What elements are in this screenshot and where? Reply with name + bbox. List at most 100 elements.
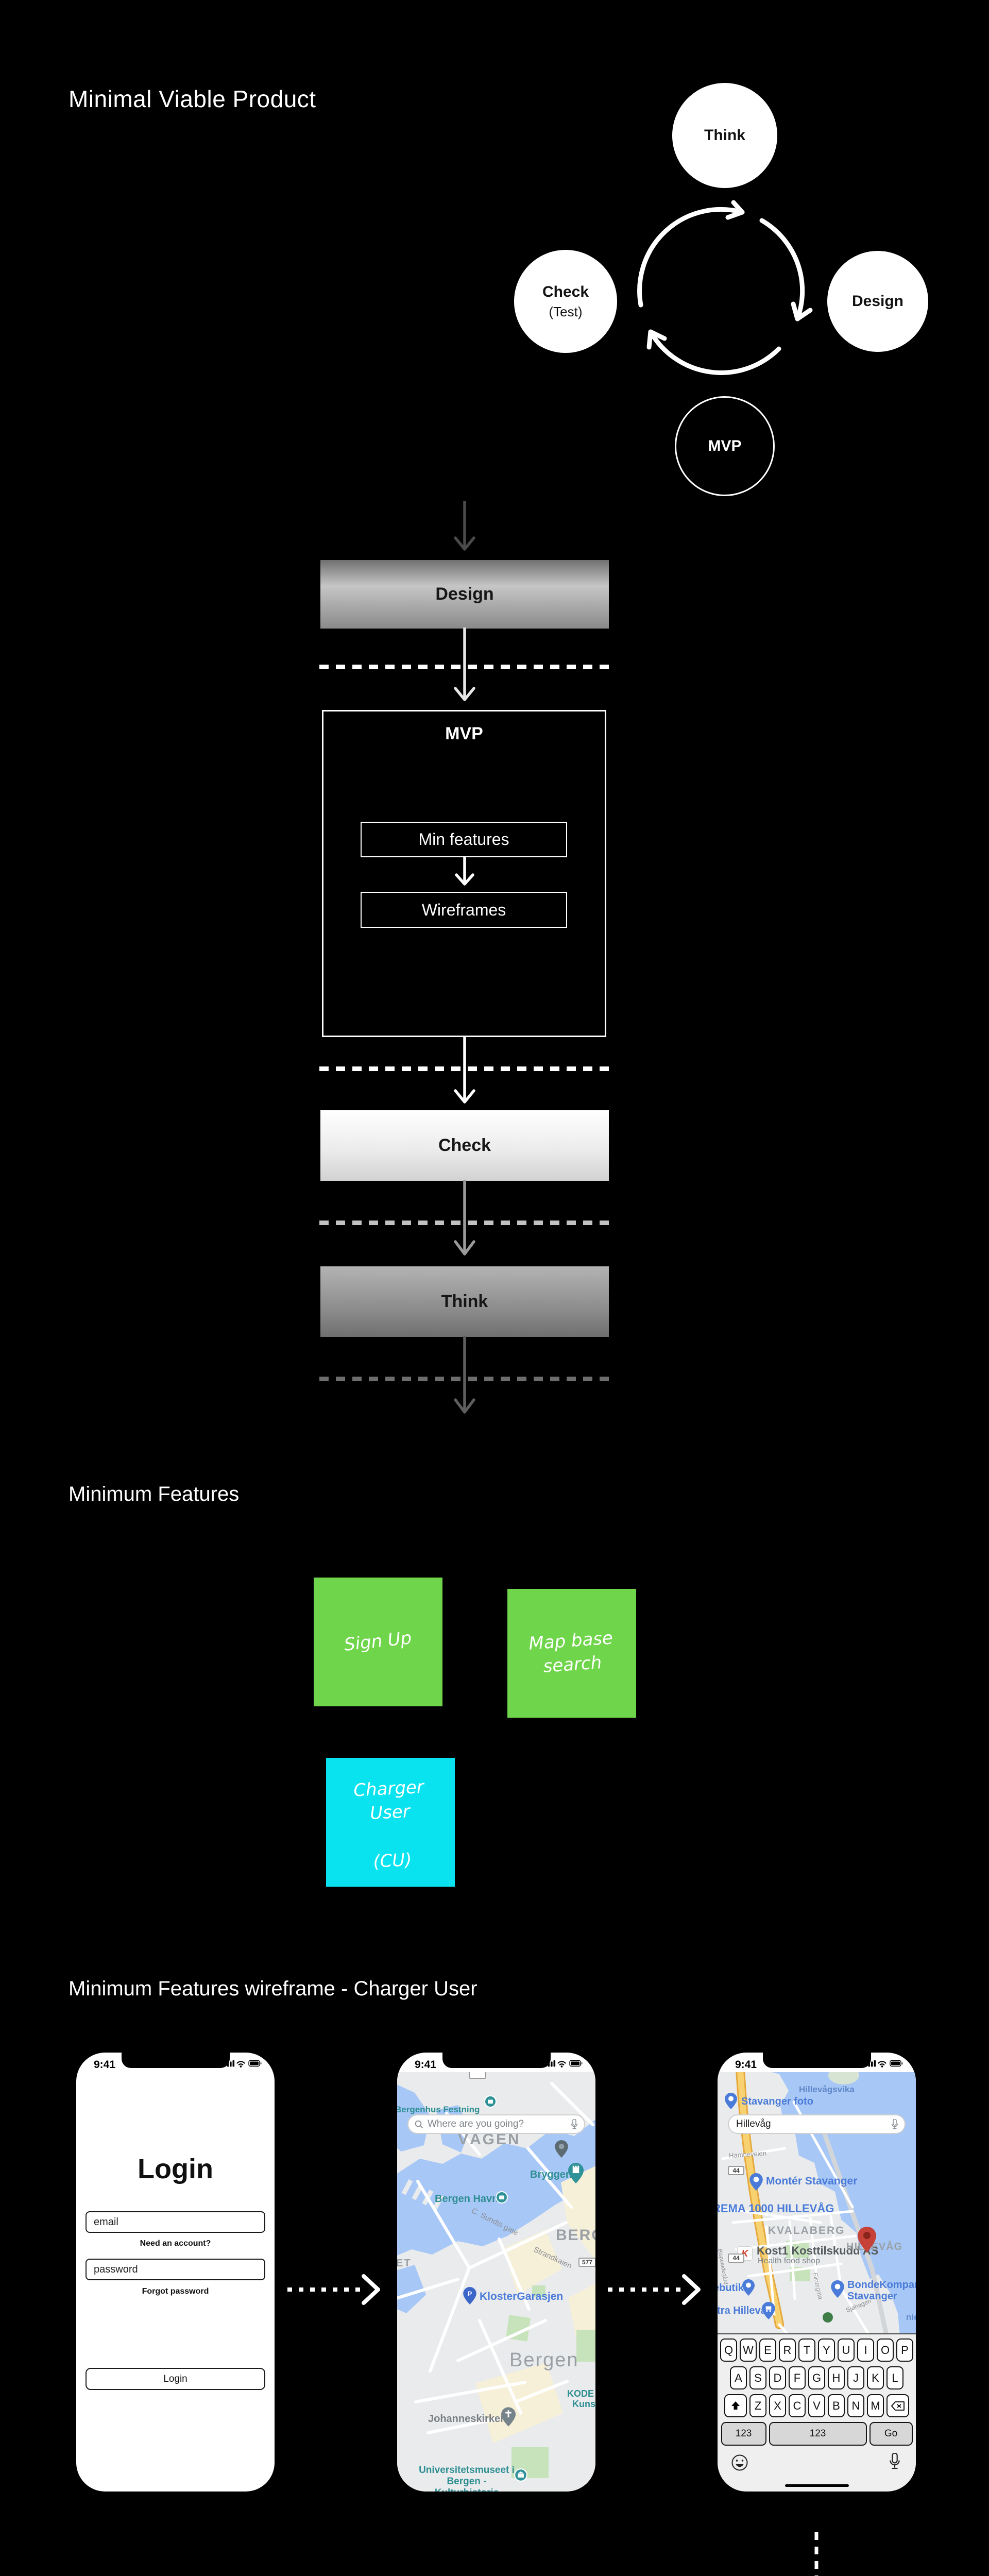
cycle-node-think[interactable]: Think [672,83,777,188]
phone-notch [121,2053,230,2068]
shift-key[interactable] [724,2394,747,2417]
key-u[interactable]: U [838,2338,855,2362]
emoji-icon[interactable] [731,2454,748,2471]
phone-notch [442,2053,551,2068]
destination-pin[interactable] [858,2227,876,2252]
key-q[interactable]: Q [720,2338,737,2362]
map-pin-stavanger-foto[interactable] [725,2093,737,2109]
numbers-key-left[interactable]: 123 [721,2422,766,2446]
flow-box-min-features[interactable]: Min features [361,822,567,857]
cellular-icon [545,2060,556,2067]
status-time: 9:41 [735,2059,757,2071]
key-g[interactable]: G [808,2366,825,2389]
go-key[interactable]: Go [869,2422,913,2446]
map-label-kode2: Kunstm [572,2399,595,2409]
map-search-input[interactable]: Hillevåg [728,2114,906,2134]
status-time: 9:41 [94,2059,116,2071]
need-account-link[interactable]: Need an account? [140,2239,211,2248]
map-label-stavanger-foto: Stavanger foto [741,2096,814,2107]
key-d[interactable]: D [769,2366,786,2389]
forgot-password-link[interactable]: Forgot password [142,2287,209,2296]
cycle-node-design[interactable]: Design [827,251,928,352]
flow-box-design[interactable]: Design [320,560,609,629]
key-t[interactable]: T [798,2338,815,2362]
flow-box-think[interactable]: Think [320,1266,609,1337]
key-e[interactable]: E [759,2338,776,2362]
map-pin-gray[interactable] [555,2140,568,2158]
mic-icon[interactable] [571,2119,578,2130]
key-c[interactable]: C [789,2394,806,2417]
camera-poi-icon[interactable] [495,2191,508,2204]
password-field[interactable]: password [86,2259,265,2280]
museum-poi-icon[interactable] [514,2468,528,2482]
battery-icon [248,2060,262,2067]
phone-notch [762,2053,871,2068]
login-button[interactable]: Login [86,2368,265,2390]
space-key[interactable]: 123 [769,2422,867,2446]
map-search-input[interactable]: Where are you going? [407,2114,585,2134]
key-p[interactable]: P [896,2338,913,2362]
key-k[interactable]: K [867,2366,884,2389]
cycle-node-mvp[interactable]: MVP [675,396,775,496]
map-pin-bryggen-castle[interactable] [568,2163,584,2183]
mic-icon[interactable] [891,2119,898,2130]
map-label-kost1-sub: Health food shop [758,2257,820,2265]
camera-poi-icon[interactable] [484,2095,497,2108]
key-y[interactable]: Y [818,2338,835,2362]
sticky-note-charger-user[interactable]: Charger User (CU) [326,1758,455,1887]
flow-box-wireframes[interactable]: Wireframes [361,892,567,928]
key-m[interactable]: M [867,2394,884,2417]
map-pin-church[interactable] [501,2407,516,2427]
stavanger-map: Hillevågsvika Stavanger foto Hillevåg Ha… [718,2072,916,2333]
map-label-kvalaberg: KVALABERG [768,2225,845,2236]
map-pin-bonde[interactable] [831,2280,844,2298]
key-o[interactable]: O [877,2338,894,2362]
key-r[interactable]: R [779,2338,796,2362]
key-a[interactable]: A [730,2366,747,2389]
map-pin-ebutikk[interactable] [742,2279,755,2296]
road-badge-577: 577 [578,2258,595,2267]
flow-box-check[interactable]: Check [320,1110,609,1181]
map-pin-monter[interactable] [749,2173,763,2191]
dictation-mic-icon[interactable] [889,2453,900,2470]
arrow-design-to-mvp [454,628,475,701]
map-pin-xtra-cart[interactable] [762,2302,775,2319]
backspace-key[interactable] [886,2394,909,2417]
key-s[interactable]: S [749,2366,766,2389]
search-icon [415,2120,423,2128]
email-field[interactable]: email [86,2211,265,2233]
map-label-ebutikk: ebutikk [718,2282,750,2294]
cycle-node-check[interactable]: Check (Test) [514,250,617,353]
home-indicator[interactable] [785,2484,849,2487]
status-icons [224,2060,262,2067]
status-icons [865,2060,903,2067]
key-f[interactable]: F [789,2366,806,2389]
arrow-check-to-think [454,1180,475,1256]
key-h[interactable]: H [828,2366,845,2389]
key-w[interactable]: W [740,2338,757,2362]
map-label-xtra: xtra Hillevåg [718,2305,773,2316]
key-l[interactable]: L [886,2366,903,2389]
key-z[interactable]: Z [749,2394,766,2417]
sticky-note-map-base-search[interactable]: Map base search [507,1589,636,1718]
map-label-frag-nie: nie [906,2312,916,2322]
section-title-features: Minimum Features [69,1483,240,1505]
backspace-icon [891,2401,905,2411]
bergen-map: Bergenhus Festning VÅGEN Where are you g… [397,2072,595,2492]
wifi-icon [557,2061,566,2065]
map-pin-parking[interactable]: P [463,2287,476,2304]
key-x[interactable]: X [769,2394,786,2417]
phone-status-bar: 9:41 [397,2053,595,2072]
key-j[interactable]: J [847,2366,864,2389]
cycle-arrows[interactable] [628,198,814,384]
key-n[interactable]: N [847,2394,864,2417]
key-i[interactable]: I [857,2338,874,2362]
sticky-note-signup[interactable]: Sign Up [314,1578,442,1706]
phone-status-bar: 9:41 [76,2053,275,2072]
key-b[interactable]: B [828,2394,845,2417]
road-badge-44-2: 44 [728,2253,744,2263]
map-label-johanneskirken: Johanneskirken [428,2413,507,2425]
key-v[interactable]: V [808,2394,825,2417]
divider-dashed-4 [319,1377,611,1381]
battery-icon [890,2060,903,2067]
